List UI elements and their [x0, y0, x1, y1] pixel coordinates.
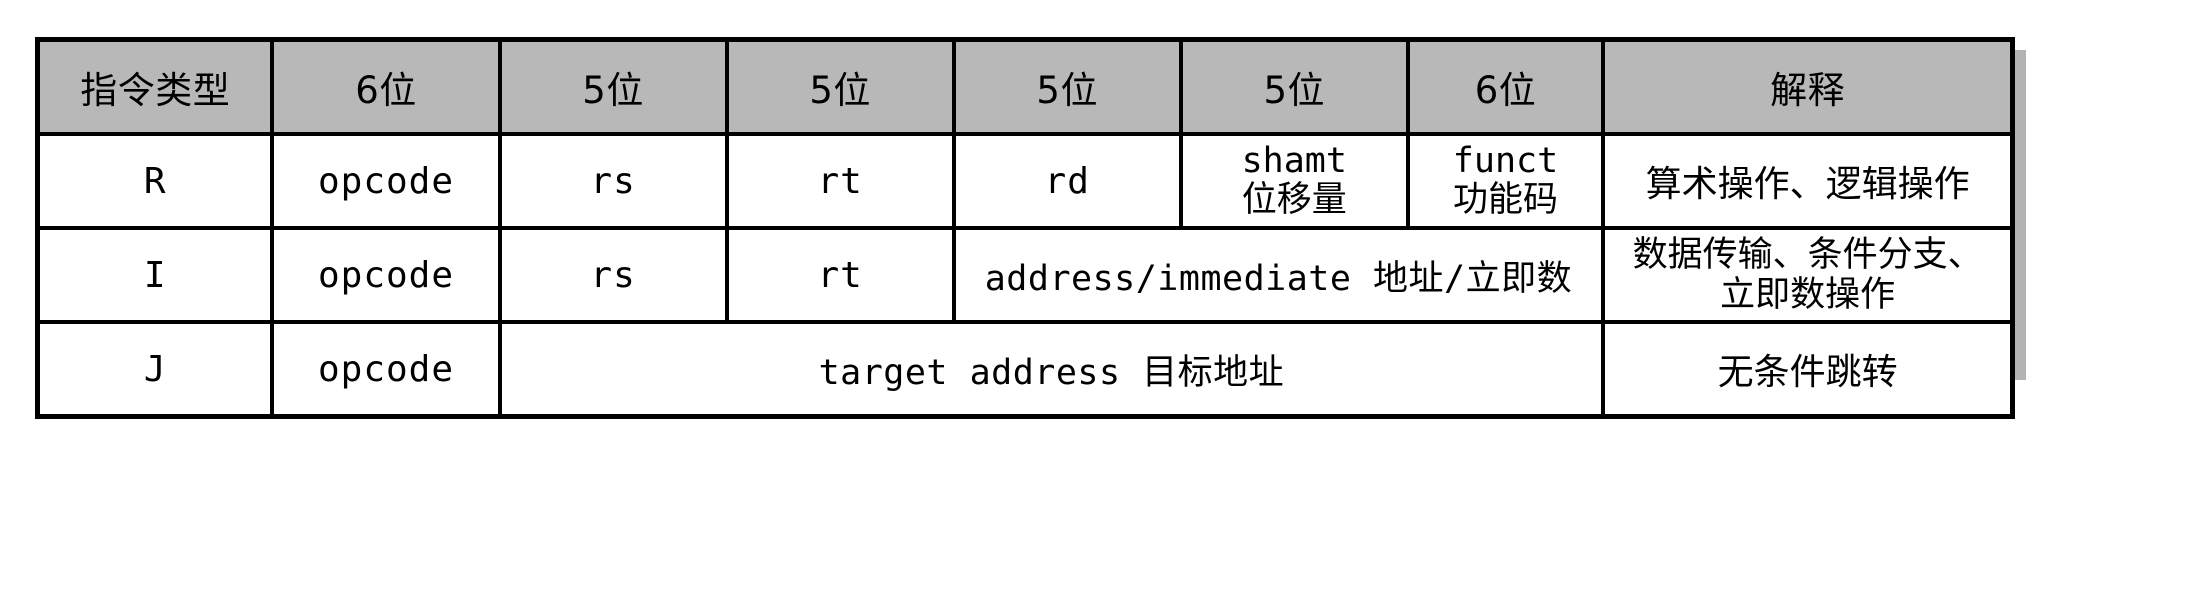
cell-r-shamt: shamt 位移量 [1178, 132, 1410, 230]
table-row-i-type: I opcode rs rt address/immediate 地址/立即数 … [35, 226, 2015, 324]
cell-type-i: I [35, 226, 275, 324]
cell-r-rd: rd [951, 132, 1183, 230]
cell-i-rs: rs [497, 226, 729, 324]
header-cell-bits-rs: 5位 [497, 37, 729, 136]
cell-r-shamt-en: shamt [1241, 140, 1347, 181]
header-cell-bits-opcode: 6位 [270, 37, 502, 136]
cell-i-opcode: opcode [270, 226, 502, 324]
cell-r-rs: rs [497, 132, 729, 230]
table-header-row: 指令类型 6位 5位 5位 5位 5位 6位 解释 [35, 37, 2015, 136]
cell-type-j: J [35, 320, 275, 419]
mips-instruction-format-table: 指令类型 6位 5位 5位 5位 5位 6位 解释 R opcode rs rt [35, 37, 2015, 419]
cell-r-shamt-cn: 位移量 [1241, 180, 1347, 220]
cell-j-explanation: 无条件跳转 [1601, 320, 2015, 419]
cell-type-r: R [35, 132, 275, 230]
header-cell-explanation: 解释 [1601, 37, 2015, 136]
table-row-j-type: J opcode target address 目标地址 无条件跳转 [35, 320, 2015, 419]
cell-r-explanation: 算术操作、逻辑操作 [1601, 132, 2015, 230]
table-row-r-type: R opcode rs rt rd shamt 位移量 funct [35, 132, 2015, 230]
cell-j-opcode: opcode [270, 320, 502, 419]
table-header: 指令类型 6位 5位 5位 5位 5位 6位 解释 [35, 37, 2015, 136]
cell-i-explanation: 数据传输、条件分支、 立即数操作 [1601, 226, 2015, 324]
header-cell-bits-funct: 6位 [1405, 37, 1606, 136]
mips-instruction-format-table-wrapper: 指令类型 6位 5位 5位 5位 5位 6位 解释 R opcode rs rt [35, 37, 2015, 419]
cell-i-explanation-line1: 数据传输、条件分支、 [1632, 234, 1983, 275]
cell-r-funct: funct 功能码 [1405, 132, 1606, 230]
cell-i-address-immediate: address/immediate 地址/立即数 [951, 226, 1606, 324]
cell-r-funct-cn: 功能码 [1452, 180, 1558, 220]
cell-r-opcode: opcode [270, 132, 502, 230]
header-cell-bits-shamt: 5位 [1178, 37, 1410, 136]
header-cell-instruction-type: 指令类型 [35, 37, 275, 136]
cell-i-rt: rt [724, 226, 956, 324]
cell-j-target-address: target address 目标地址 [497, 320, 1606, 419]
cell-i-explanation-line2: 立即数操作 [1720, 275, 1896, 315]
header-cell-bits-rt: 5位 [724, 37, 956, 136]
cell-r-rt: rt [724, 132, 956, 230]
cell-r-funct-en: funct [1452, 140, 1559, 181]
table-body: R opcode rs rt rd shamt 位移量 funct [35, 132, 2015, 419]
header-cell-bits-rd: 5位 [951, 37, 1183, 136]
